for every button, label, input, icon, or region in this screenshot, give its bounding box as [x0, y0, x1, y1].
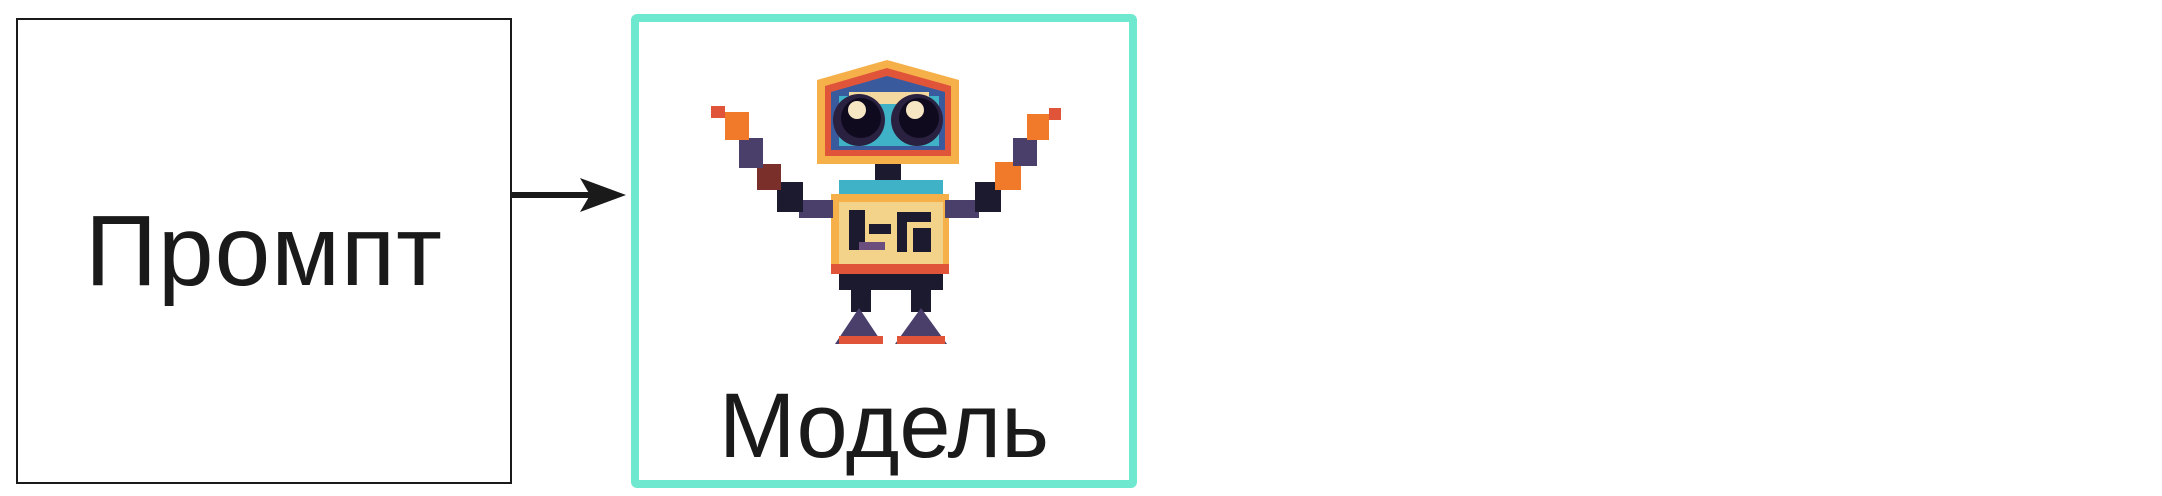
model-label: Модель: [718, 375, 1050, 477]
prompt-label: Промпт: [85, 194, 443, 307]
pixel-robot-icon: [711, 60, 1061, 344]
model-box: Модель: [631, 14, 1137, 488]
prompt-box: Промпт: [16, 18, 512, 484]
arrow-right-icon: [512, 178, 626, 212]
